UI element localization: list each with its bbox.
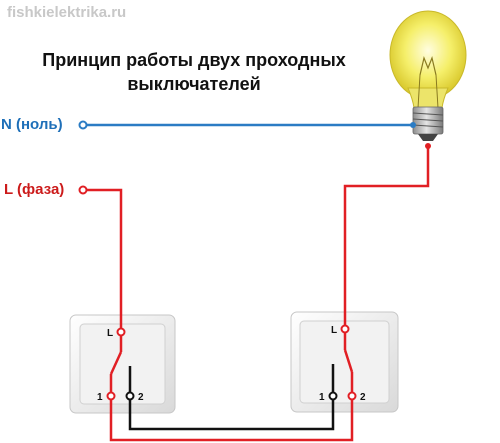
switch-1-label-l: L (107, 328, 113, 339)
switch-1 (69, 314, 176, 414)
switch-1-label-2: 2 (138, 392, 144, 403)
switch-2-terminal-l (340, 324, 350, 334)
switch-1-contacts: L 1 2 (97, 327, 144, 403)
neutral-label: N (ноль) (1, 116, 63, 133)
switch-1-terminal-l (116, 327, 126, 337)
lamp-wire (343, 143, 431, 329)
title-line-2: выключателей (127, 74, 261, 94)
site-watermark: fishkielektrika.ru (7, 4, 127, 21)
switch-2-contacts: L 1 2 (319, 324, 366, 403)
switch-1-label-1: 1 (97, 392, 103, 403)
neutral-wire (78, 120, 416, 130)
switch-2-label-l: L (331, 325, 337, 336)
switch-1-terminal-1 (106, 391, 116, 401)
traveler-wire-2 (128, 396, 335, 431)
switch-2 (290, 311, 399, 413)
switch-2-label-2: 2 (360, 392, 366, 403)
switch-2-terminal-2 (347, 391, 357, 401)
switch-2-terminal-1 (328, 391, 338, 401)
title-line-1: Принцип работы двух проходных (42, 50, 346, 70)
phase-label: L (фаза) (4, 181, 65, 198)
traveler-wire-1 (109, 396, 354, 442)
switch-1-terminal-2 (125, 391, 135, 401)
light-bulb-icon (389, 10, 467, 141)
phase-wire (78, 185, 123, 332)
switch-2-label-1: 1 (319, 392, 325, 403)
page-title: Принцип работы двух проходных выключател… (14, 48, 374, 96)
